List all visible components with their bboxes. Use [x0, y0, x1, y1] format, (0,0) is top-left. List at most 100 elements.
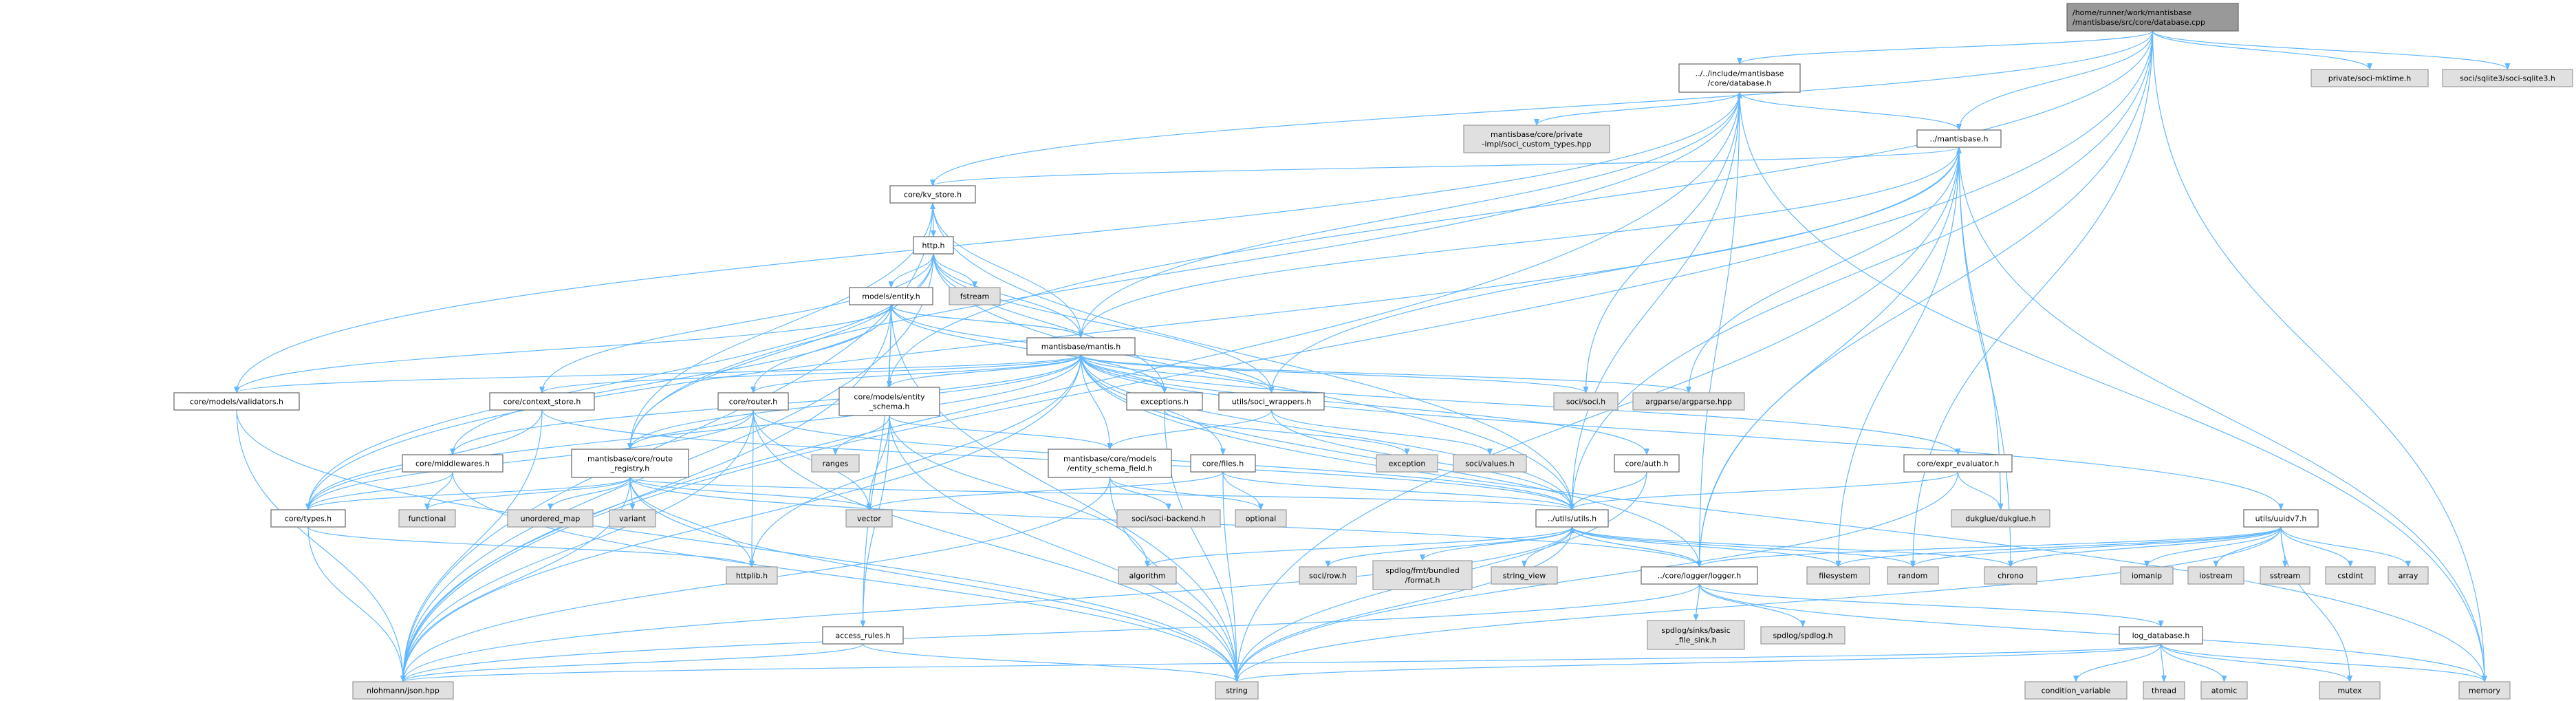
node-label: core/middlewares.h — [415, 460, 490, 468]
node-uuidv7[interactable]: utils/uuidv7.h — [2243, 509, 2319, 528]
node-expr[interactable]: core/expr_evaluator.h — [1903, 454, 2013, 473]
node-vector: vector — [845, 509, 893, 528]
edge-soci_wrappers-to-values — [1270, 409, 1493, 455]
edge-dbh-to-soci_h — [1583, 91, 1740, 393]
node-types[interactable]: core/types.h — [270, 509, 346, 528]
edge-mantis-to-httplib — [749, 354, 1082, 568]
node-fstream: fstream — [949, 287, 1001, 305]
node-box — [1026, 337, 1136, 356]
node-box — [1984, 566, 2037, 585]
node-label: argparse/argparse.hpp — [1645, 398, 1732, 407]
node-mantisbase-h[interactable]: ../mantisbase.h — [1916, 129, 2002, 148]
edges-layer — [234, 30, 2511, 682]
node-log-db[interactable]: log_database.h — [2119, 626, 2203, 645]
node-optional: optional — [1235, 509, 1287, 528]
node-box — [2143, 681, 2185, 700]
edge-router-to-httplib — [749, 409, 755, 568]
edge-route_registry-to-unordered_map — [548, 477, 631, 510]
node-label: http.h — [922, 241, 944, 250]
edge-cpp-to-kv_store — [930, 30, 2154, 186]
node-box — [352, 681, 454, 700]
edge-validators-to-entity — [236, 304, 894, 393]
edge-mantis-to-validators — [234, 354, 1082, 393]
node-entity-schema[interactable]: core/models/entity_schema.h — [838, 387, 940, 416]
edge-validators-to-json — [236, 409, 406, 682]
node-label: core/models/validators.h — [190, 398, 283, 407]
edge-uuidv7-to-array — [2280, 526, 2411, 568]
node-esf[interactable]: mantisbase/core/models/entity_schema_fie… — [1048, 449, 1172, 478]
edge-mantis-to-utils — [1080, 354, 1575, 510]
edge-esf-to-optional — [1109, 477, 1264, 510]
node-label: chrono — [1998, 572, 2024, 581]
node-label: memory — [2469, 687, 2500, 695]
edge-soci_wrappers-to-esf — [1107, 409, 1273, 450]
node-validators[interactable]: core/models/validators.h — [173, 392, 300, 411]
node-auth[interactable]: core/auth.h — [1614, 454, 1680, 473]
node-label: mantisbase/core/models — [1063, 455, 1156, 464]
node-soci-wrappers[interactable]: utils/soci_wrappers.h — [1218, 392, 1325, 411]
edge-middlewares-to-types — [305, 471, 453, 510]
node-fmt: spdlog/fmt/bundled/format.h — [1372, 560, 1473, 590]
edge-cpp-to-logger — [1696, 30, 2154, 568]
edge-files-to-utils — [1222, 471, 1575, 510]
node-logger[interactable]: ../core/logger/logger.h — [1641, 566, 1758, 585]
node-files[interactable]: core/files.h — [1190, 454, 1256, 473]
edge-router-to-json — [400, 409, 754, 682]
node-access-rules[interactable]: access_rules.h — [822, 626, 904, 645]
node-entity[interactable]: models/entity.h — [849, 287, 933, 305]
node-box — [571, 449, 689, 478]
node-mantis[interactable]: mantisbase/mantis.h — [1026, 337, 1136, 356]
node-box — [2200, 681, 2248, 700]
edge-router-to-route_registry — [627, 409, 754, 450]
edge-uuidv7-to-logger — [1696, 526, 2282, 568]
edge-logger-to-spdlog — [1698, 583, 1806, 627]
node-dbh[interactable]: ../../include/mantisbase/core/database.h — [1678, 63, 1801, 93]
edge-dbh-to-route_registry — [627, 91, 1740, 450]
node-label: unordered_map — [521, 515, 581, 524]
edge-utils-to-random — [1571, 526, 1916, 568]
edge-http-to-fstream — [933, 253, 977, 288]
node-exceptions[interactable]: exceptions.h — [1126, 392, 1203, 411]
edge-log_db-to-mutex — [2160, 643, 2352, 682]
node-label: _schema.h — [869, 402, 910, 411]
node-box — [1647, 620, 1745, 650]
edge-auth-to-utils — [1569, 471, 1647, 510]
edge-middlewares-to-entity — [452, 304, 894, 455]
node-box — [609, 509, 656, 528]
node-label: core/auth.h — [1625, 460, 1669, 468]
node-utils[interactable]: ../utils/utils.h — [1535, 509, 1609, 528]
node-label: thread — [2152, 687, 2176, 695]
node-label: atomic — [2211, 687, 2238, 695]
node-route-registry[interactable]: mantisbase/core/route_registry.h — [571, 449, 689, 478]
node-middlewares[interactable]: core/middlewares.h — [402, 454, 504, 473]
node-label: core/models/entity — [854, 393, 925, 402]
edge-route_registry-to-vector — [629, 477, 872, 510]
node-label: -impl/soci_custom_types.hpp — [1482, 140, 1591, 149]
node-custom-types: mantisbase/core/private-impl/soci_custom… — [1463, 125, 1610, 153]
edge-mantisbase_h-to-string — [1234, 147, 1960, 682]
node-context-store[interactable]: core/context_store.h — [489, 392, 595, 411]
node-box — [2024, 681, 2128, 700]
edge-cpp-to-sqlite3 — [2152, 30, 2511, 70]
edge-middlewares-to-functional — [424, 471, 453, 510]
node-box — [1641, 566, 1758, 585]
edge-mantis-to-kv_store — [930, 202, 1082, 338]
edge-cpp-to-mktime — [2152, 30, 2372, 70]
edge-mantis-to-memory — [1080, 354, 2487, 682]
node-label: /entity_schema_field.h — [1068, 464, 1153, 473]
edge-router-to-string — [753, 409, 1240, 682]
node-http[interactable]: http.h — [913, 236, 954, 255]
node-router[interactable]: core/router.h — [717, 392, 789, 411]
node-random: random — [1887, 566, 1939, 585]
edge-mantis-to-uuidv7 — [1080, 354, 2284, 510]
node-kv-store[interactable]: core/kv_store.h — [889, 185, 976, 204]
node-filesystem: filesystem — [1806, 566, 1870, 585]
node-box — [1218, 392, 1325, 411]
node-label: log_database.h — [2132, 632, 2190, 640]
node-box — [845, 509, 893, 528]
node-cpp[interactable]: /home/runner/work/mantisbase/mantisbase/… — [2066, 3, 2239, 32]
node-label: _registry.h — [610, 464, 650, 473]
node-algorithm: algorithm — [1118, 566, 1177, 585]
edge-mantis-to-json — [400, 354, 1082, 682]
node-label: utils/soci_wrappers.h — [1232, 398, 1312, 407]
